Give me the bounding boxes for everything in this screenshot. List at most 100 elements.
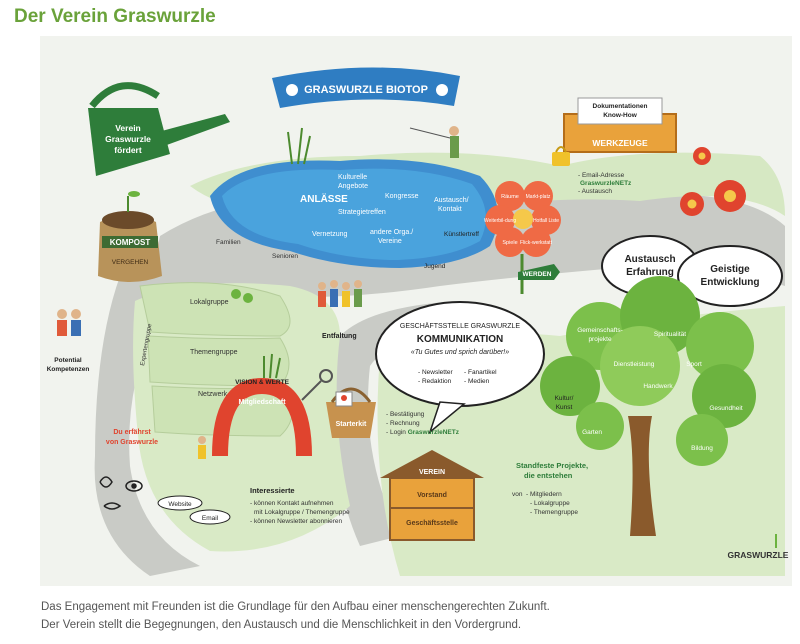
tree-label: projekte — [588, 336, 612, 343]
compost-label: KOMPOST — [110, 238, 151, 247]
lake-inner — [222, 168, 486, 260]
comm-quote: «Tu Gutes und sprich darüber!» — [411, 349, 509, 356]
lake-item: Strategietreffen — [338, 209, 386, 216]
house-floor1: Vorstand — [417, 492, 447, 499]
compost-sub: VERGEHEN — [112, 259, 149, 266]
projects-from: - Lokalgruppe — [530, 500, 570, 507]
comm-item: - Medien — [464, 378, 490, 385]
petal-label: Spiele — [502, 240, 517, 246]
lake-item: Kontakt — [438, 206, 462, 213]
page-title: Der Verein Graswurzle — [14, 6, 216, 27]
interested-title: Interessierte — [250, 486, 295, 495]
potential-line1: Potential — [54, 357, 82, 364]
big-tree — [540, 276, 756, 536]
tree-label: Sport — [686, 361, 702, 368]
tree-label: Garten — [582, 429, 602, 436]
petal-label: Markt-platz — [526, 194, 551, 200]
email-label: Email — [202, 515, 219, 522]
starterkit-basket: Starterkit — [326, 387, 376, 438]
arch-top: VISION & WERTE — [235, 379, 289, 386]
tree-label: Kultur/ — [555, 395, 574, 402]
toolbox-item: Know-How — [603, 112, 638, 119]
communication-bubble: GESCHÄFTSSTELLE GRASWURZLE KOMMUNIKATION… — [375, 301, 545, 435]
themengruppe-label: Themengruppe — [190, 349, 238, 356]
banner-flower-icon — [286, 84, 298, 96]
interested-line: - können Kontakt aufnehmen — [250, 500, 334, 507]
projects-from: - Mitgliedern — [526, 491, 562, 498]
lake-item: Kongresse — [385, 193, 419, 200]
projects-from-prefix: von — [512, 491, 523, 498]
toolbox-label: WERKZEUGE — [592, 138, 648, 148]
comm-item: - Newsletter — [418, 369, 454, 376]
can-line2: Graswurzle — [105, 134, 151, 144]
house-roof-label: VEREIN — [419, 469, 445, 476]
shore-label: Familien — [216, 239, 241, 246]
membership-arch: VISION & WERTE Mitgliedschaft — [212, 377, 312, 457]
entfaltung-label: Entfaltung — [322, 333, 357, 340]
netzwerk-label: Netzwerk — [198, 391, 228, 398]
lake-title: ANLÄSSE — [300, 192, 348, 205]
petal-label: Flick-werkstatt — [520, 240, 553, 246]
lake-item: Jugend — [424, 263, 446, 270]
bubble-exchange-line1: Austausch — [624, 254, 675, 265]
lokalgruppe-label: Lokalgruppe — [190, 299, 229, 306]
comm-item: - Redaktion — [418, 378, 452, 385]
strong-couple-figure — [57, 309, 81, 336]
toolbox-detail: - Austausch — [578, 188, 612, 195]
caption-line1: Das Engagement mit Freunden ist die Grun… — [41, 601, 550, 613]
comm-header: GESCHÄFTSSTELLE GRASWURZLE — [400, 322, 521, 330]
tree-label: Bildung — [691, 445, 713, 452]
big-flower: Räume Markt-platz Weiterbil-dung Hotfall… — [484, 181, 561, 294]
banner-text: GRASWURZLE BIOTOP — [304, 84, 428, 96]
association-house: VEREIN Vorstand Geschäftsstelle — [380, 450, 484, 541]
lake-item: Angebote — [338, 183, 368, 190]
senses-icons — [99, 476, 143, 510]
petal-label: Räume — [501, 194, 519, 200]
toolbox: Dokumentationen Know-How WERKZEUGE — [563, 97, 677, 153]
werden-sign-text: WERDEN — [523, 271, 552, 278]
logo-text: GRASWURZLE — [728, 550, 789, 560]
toolbox-detail: - Email-Adresse — [578, 172, 625, 179]
bubble-exchange-line2: Erfahrung — [626, 267, 674, 278]
banner — [272, 67, 460, 108]
interested-line: mit Lokalgruppe / Themengruppe — [254, 509, 350, 516]
compost-sack: KOMPOST VERGEHEN — [98, 191, 162, 282]
lake-item: Austausch/ — [434, 197, 469, 204]
projects-line1: Standfeste Projekte, — [516, 461, 588, 470]
reeds — [287, 127, 311, 165]
bubble-growth-line1: Geistige — [710, 264, 750, 275]
biotop-illustration: GRASWURZLE BIOTOP Verein Graswurzle förd… — [40, 36, 792, 586]
email-tag: Email — [189, 509, 231, 525]
lake-item: Vereine — [378, 238, 402, 245]
website-label: Website — [168, 501, 192, 508]
tree-label: Handwerk — [643, 383, 673, 390]
tree-label: Spiritualität — [654, 331, 686, 338]
lake-item: andere Orga./ — [370, 229, 413, 236]
shore-label: Senioren — [272, 253, 298, 260]
fisher-figure — [409, 126, 459, 158]
key-icon — [301, 369, 333, 401]
petal-label: Weiterbil-dung — [484, 218, 516, 224]
interested-line: - können Newsletter abonnieren — [250, 518, 343, 525]
walker-line1: Du erfährst — [113, 429, 151, 436]
path-middle — [333, 301, 470, 546]
can-line1: Verein — [115, 123, 141, 133]
tree-label: Gesundheit — [709, 405, 742, 412]
starterkit-label: Starterkit — [336, 421, 367, 428]
tree-label: Dienstleistung — [614, 361, 655, 368]
lake-item: Kulturelle — [338, 174, 367, 181]
caption-line2: Der Verein stellt die Begegnungen, den A… — [41, 619, 522, 631]
starterkit-item: - Rechnung — [386, 420, 420, 427]
toolbox-item: Dokumentationen — [593, 103, 648, 110]
lake-item: Künstlertreff — [444, 231, 479, 238]
house-floor2: Geschäftsstelle — [406, 520, 458, 527]
arch-label: Mitgliedschaft — [238, 399, 286, 406]
tree-label: Gemeinschafts- — [577, 327, 623, 334]
comm-title: KOMMUNIKATION — [417, 334, 503, 345]
projects-from: - Themengruppe — [530, 509, 578, 516]
can-line3: fördert — [114, 145, 142, 155]
projects-line2: die entstehen — [524, 471, 573, 480]
potential-line2: Kompetenzen — [47, 366, 90, 373]
toolbox-detail: GraswurzleNETz — [580, 180, 632, 187]
comm-item: - Fanartikel — [464, 369, 497, 376]
